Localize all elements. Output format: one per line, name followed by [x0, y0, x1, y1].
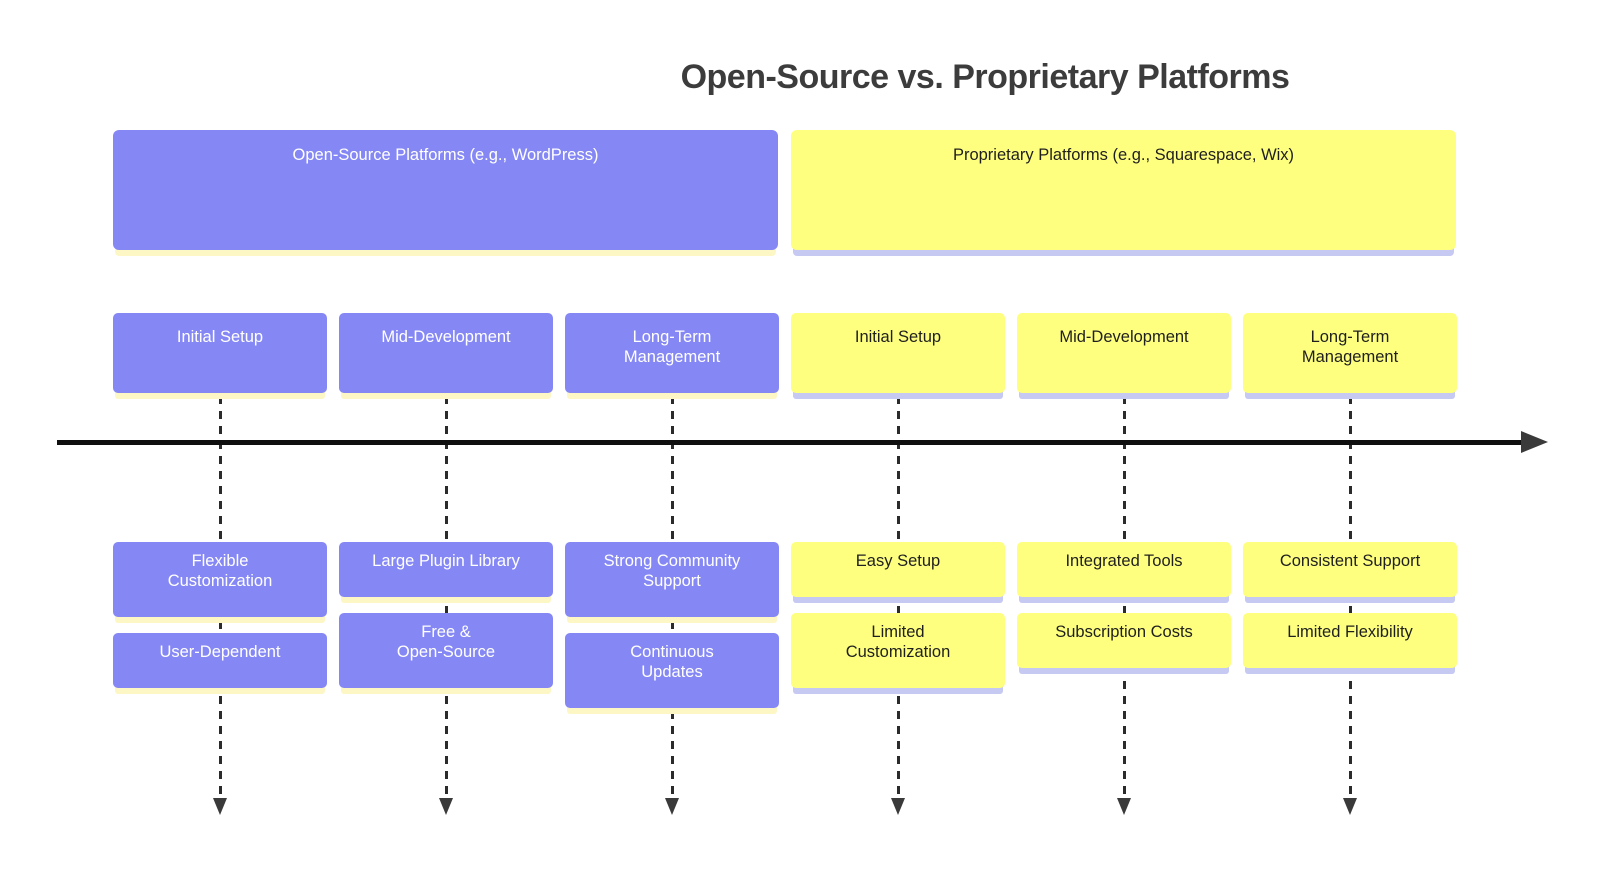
attribute-box-large-plugin-library: Large Plugin Library	[339, 542, 553, 597]
arrow-down-icon	[1116, 798, 1131, 815]
phase-box-open-source-initial-setup: Initial Setup	[113, 313, 327, 393]
attribute-box-consistent-support: Consistent Support	[1243, 542, 1457, 597]
attribute-box-strong-community-support: Strong Community Support	[565, 542, 779, 617]
proprietary-header-box: Proprietary Platforms (e.g., Squarespace…	[791, 130, 1456, 250]
timeline-connector-proprietary-initial-setup	[890, 396, 906, 815]
dashed-line	[1348, 396, 1352, 798]
phase-box-proprietary-initial-setup: Initial Setup	[791, 313, 1005, 393]
arrow-down-icon	[438, 798, 453, 815]
attribute-box-continuous-updates: Continuous Updates	[565, 633, 779, 708]
dashed-line	[896, 396, 900, 798]
dashed-line	[1122, 396, 1126, 798]
arrow-down-icon	[890, 798, 905, 815]
arrow-down-icon	[1342, 798, 1357, 815]
arrow-down-icon	[212, 798, 227, 815]
attribute-box-user-dependent: User-Dependent	[113, 633, 327, 688]
attribute-box-easy-setup: Easy Setup	[791, 542, 1005, 597]
phase-box-proprietary-long-term-management: Long-Term Management	[1243, 313, 1457, 393]
timeline-connector-open-source-mid-development	[438, 396, 454, 815]
attribute-box-free-open-source: Free & Open-Source	[339, 613, 553, 688]
dashed-line	[444, 396, 448, 798]
attribute-box-flexible-customization: Flexible Customization	[113, 542, 327, 617]
open-source-header-box: Open-Source Platforms (e.g., WordPress)	[113, 130, 778, 250]
phase-box-open-source-mid-development: Mid-Development	[339, 313, 553, 393]
timeline-axis-line	[57, 440, 1523, 445]
timeline-connector-proprietary-mid-development	[1116, 396, 1132, 815]
attribute-box-integrated-tools: Integrated Tools	[1017, 542, 1231, 597]
timeline-connector-proprietary-long-term	[1342, 396, 1358, 815]
attribute-box-limited-customization: Limited Customization	[791, 613, 1005, 688]
arrow-right-icon	[1521, 431, 1548, 453]
phase-box-proprietary-mid-development: Mid-Development	[1017, 313, 1231, 393]
arrow-down-icon	[664, 798, 679, 815]
attribute-box-subscription-costs: Subscription Costs	[1017, 613, 1231, 668]
attribute-box-limited-flexibility: Limited Flexibility	[1243, 613, 1457, 668]
phase-box-open-source-long-term-management: Long-Term Management	[565, 313, 779, 393]
diagram-title: Open-Source vs. Proprietary Platforms	[680, 58, 1290, 96]
